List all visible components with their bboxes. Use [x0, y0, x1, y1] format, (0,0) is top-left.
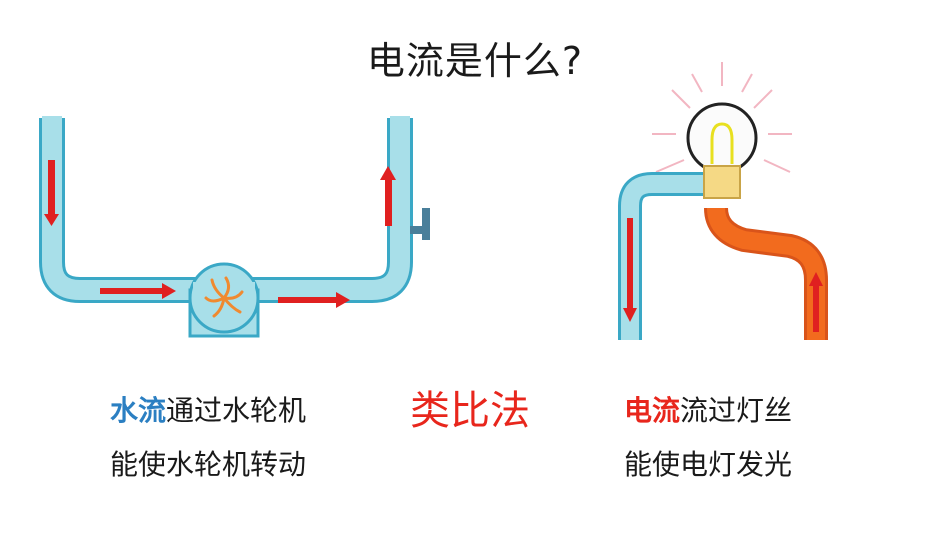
- water-caption-line2: 能使水轮机转动: [110, 448, 307, 481]
- water-flow-arrows: [44, 160, 396, 308]
- water-turbine-icon: [188, 262, 260, 338]
- current-caption-line1: 电流流过灯丝: [624, 384, 792, 438]
- current-flow-arrows: [623, 218, 823, 332]
- water-circuit: [39, 116, 430, 338]
- water-caption-rest: 通过水轮机: [166, 394, 307, 427]
- analogy-label: 类比法: [410, 388, 530, 434]
- current-caption-line2: 能使电灯发光: [624, 448, 793, 481]
- water-caption: 水流通过水轮机 能使水轮机转动: [110, 384, 306, 492]
- water-caption-line1: 水流通过水轮机: [110, 384, 306, 438]
- current-caption: 电流流过灯丝 能使电灯发光: [624, 384, 792, 492]
- valve-icon: [410, 208, 430, 240]
- page-title: 电流是什么?: [366, 39, 584, 83]
- electric-circuit: [618, 62, 828, 340]
- current-highlight: 电流: [624, 394, 681, 427]
- current-caption-rest: 流过灯丝: [680, 394, 793, 427]
- water-highlight: 水流: [110, 394, 167, 427]
- light-bulb-icon: [686, 102, 758, 199]
- blue-wire: [618, 172, 716, 340]
- bulb-glow: [652, 62, 792, 173]
